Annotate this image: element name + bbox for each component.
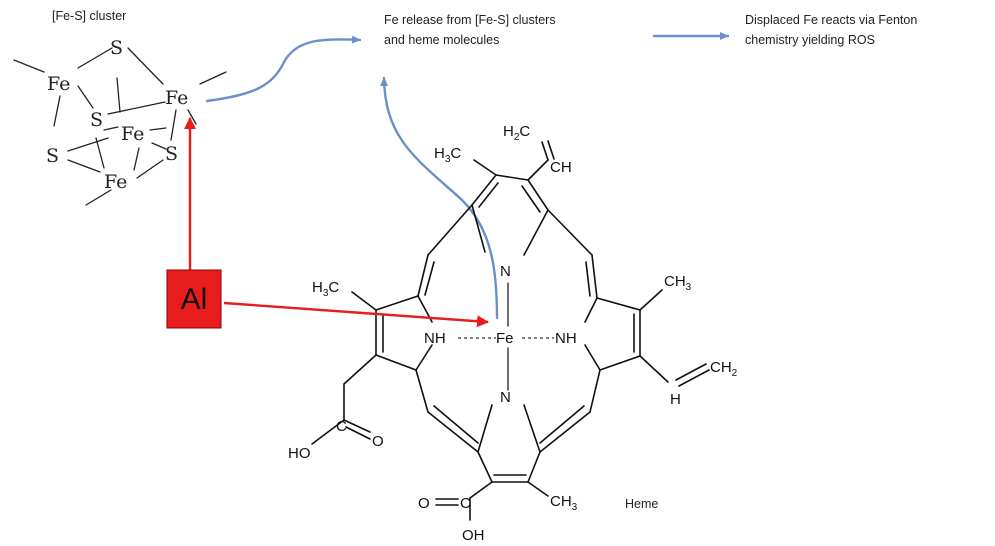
cluster-fe-bottom: Fe xyxy=(104,171,127,193)
fenton-label-line1: Displaced Fe reacts via Fenton xyxy=(745,13,917,27)
heme-o-left: O xyxy=(372,433,384,450)
al-arrow-heme xyxy=(223,301,489,328)
fenton-label-line2: chemistry yielding ROS xyxy=(745,33,875,47)
heme-o-bottom: O xyxy=(418,495,430,512)
heme-h-vinyl-right: H xyxy=(670,391,681,408)
release-label-line2: and heme molecules xyxy=(384,33,499,47)
fe-s-cluster: S Fe Fe S Fe S S Fe xyxy=(13,37,227,206)
cluster-title: [Fe-S] cluster xyxy=(52,9,126,23)
release-label-line1: Fe release from [Fe-S] clusters xyxy=(384,13,556,27)
cluster-fe-left: Fe xyxy=(47,73,70,95)
heme-ch3-right: CH3 xyxy=(664,273,692,293)
cluster-s-mid: S xyxy=(90,109,103,131)
heme-h2c-vinyl: H2C xyxy=(503,123,530,143)
heme-structure: N N NH NH Fe H3C H2C CH H3C CH3 CH2 H CH… xyxy=(288,123,738,544)
heme-fe-center: Fe xyxy=(496,330,514,347)
heme-ch3-bottom: CH3 xyxy=(550,493,578,513)
heme-c-bottom: C xyxy=(460,495,471,512)
cluster-fe-mid: Fe xyxy=(121,123,144,145)
heme-c-left: C xyxy=(336,418,347,435)
heme-h3c-top: H3C xyxy=(434,145,461,165)
heme-n-bottom: N xyxy=(500,389,511,406)
release-arrow-heme xyxy=(380,76,499,320)
heme-n-top: N xyxy=(500,263,511,280)
heme-nh-left: NH xyxy=(424,330,446,347)
heme-oh-bottom: OH xyxy=(462,527,485,544)
cluster-s-right: S xyxy=(165,143,178,165)
heme-ch2-right: CH2 xyxy=(710,359,738,379)
heme-h3c-left: H3C xyxy=(312,279,339,299)
al-label: Al xyxy=(181,283,208,316)
heme-label: Heme xyxy=(625,497,658,511)
cluster-fe-right: Fe xyxy=(165,87,188,109)
cluster-s-top: S xyxy=(110,37,123,59)
heme-ho-left: HO xyxy=(288,445,311,462)
heme-ch-vinyl-top: CH xyxy=(550,159,572,176)
al-box xyxy=(166,269,222,329)
heme-nh-right: NH xyxy=(555,330,577,347)
cluster-s-left: S xyxy=(46,145,59,167)
release-arrow-cluster xyxy=(205,35,362,103)
